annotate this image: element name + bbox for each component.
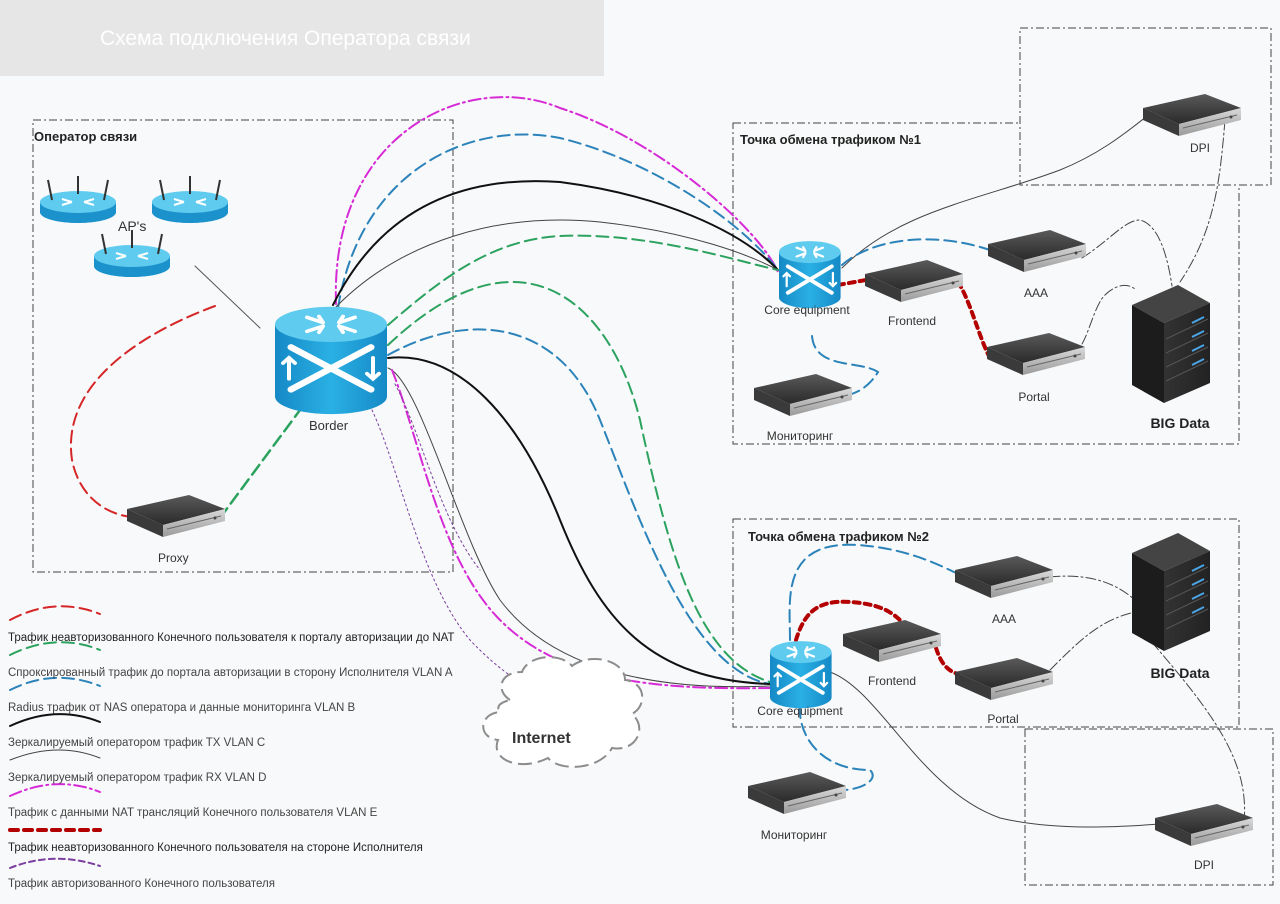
link-core2-frontend2 (794, 599, 904, 642)
proxy-label: Proxy (158, 551, 189, 565)
legend-label: Трафик неавторизованного Конечного польз… (8, 842, 423, 854)
link-core2-monitoring2 (798, 705, 874, 791)
exchange2-zone (732, 518, 1240, 728)
link-vlanc-1 (332, 180, 779, 306)
frontend1-server (864, 259, 964, 303)
legend-label: Зеркалируемый оператором трафик RX VLAN … (8, 772, 267, 784)
link-aps-border (194, 265, 261, 329)
zone-label-operator: Оператор связи (34, 129, 138, 144)
legend-item: Трафик авторизованного Конечного пользов… (4, 862, 474, 896)
dpi2-label: DPI (1193, 858, 1214, 872)
link-unauth-red (69, 305, 216, 518)
monitoring2-server (747, 771, 847, 815)
link-dpi2-bigdata2 (1149, 639, 1246, 823)
link-vlanb-2 (387, 328, 771, 685)
link-auth-purple-2 (394, 383, 481, 571)
link-portal2-bigdata2 (1049, 611, 1136, 671)
bigdata1-label: BIG Data (1150, 415, 1210, 431)
link-vlanc-2 (387, 356, 771, 685)
link-vlanb-1 (337, 133, 779, 309)
monitoring2-label: Мониторинг (760, 828, 828, 842)
link-core2-aaa2 (788, 543, 959, 641)
legend-label: Radius трафик от NAS оператора и данные … (8, 702, 356, 714)
core2-router (768, 639, 834, 711)
link-frontend1-portal1 (956, 280, 992, 360)
portal1-server (986, 332, 1086, 376)
link-vland-1 (332, 219, 779, 311)
legend-item: Трафик неавторизованного Конечного польз… (4, 616, 474, 650)
internet-cloud (482, 656, 644, 768)
link-core1-frontend1 (836, 278, 868, 287)
legend-label: Спроксированный трафик до портала автори… (8, 667, 453, 679)
link-aaa2-bigdata2 (1049, 575, 1136, 601)
legend-label: Трафик неавторизованного Конечного польз… (8, 632, 455, 644)
frontend2-label: Frontend (867, 674, 917, 688)
operator-zone (32, 119, 454, 573)
link-proxy-green (218, 408, 302, 520)
core1-label: Core equipment (764, 303, 850, 317)
link-vlane-2 (391, 369, 771, 690)
legend-item: Radius трафик от NAS оператора и данные … (4, 686, 474, 720)
link-frontend2-portal2 (934, 646, 960, 676)
aaa2-server (954, 555, 1054, 599)
core1-router (777, 239, 843, 311)
portal2-label: Portal (987, 712, 1019, 726)
border-router (275, 307, 387, 414)
legend-label: Трафик авторизованного Конечного пользов… (8, 878, 275, 890)
legend-item: Зеркалируемый оператором трафик RX VLAN … (4, 756, 474, 790)
monitoring1-server (753, 373, 853, 417)
legend-item: Трафик неавторизованного Конечного польз… (4, 826, 474, 860)
link-vlana-1 (387, 234, 779, 326)
ap-1 (39, 175, 117, 224)
aps-label: AP's (118, 218, 147, 234)
portal1-label: Portal (1018, 390, 1050, 404)
exchange1-zone (732, 122, 1240, 445)
aaa1-server (987, 229, 1087, 273)
zone-label-exchange2: Точка обмена трафиком №2 (748, 529, 929, 544)
monitoring1-label: Мониторинг (766, 429, 834, 443)
legend-item: Зеркалируемый оператором трафик TX VLAN … (4, 721, 474, 755)
core2-label: Core equipment (757, 704, 843, 718)
zone-label-exchange1: Точка обмена трафиком №1 (740, 132, 921, 147)
link-vland-2 (387, 367, 771, 688)
link-dpi1-bigdata1 (1179, 119, 1226, 283)
link-vlane-1 (334, 96, 779, 305)
ap-2 (151, 175, 229, 224)
page-title: Схема подключения Оператора связи (100, 27, 471, 50)
title-bar: Схема подключения Оператора связи (0, 0, 604, 76)
border-label: Border (309, 418, 349, 433)
link-core1-aaa1 (841, 238, 991, 266)
internet-label: Internet (512, 730, 571, 747)
link-core2-dpi2 (829, 671, 1161, 828)
bigdata2-rack (1131, 532, 1211, 652)
legend-label: Трафик с данными NAT трансляций Конечног… (8, 807, 378, 819)
dpi2-zone (1024, 728, 1274, 886)
legend-label: Зеркалируемый оператором трафик TX VLAN … (8, 737, 266, 749)
bigdata2-label: BIG Data (1150, 665, 1210, 681)
bigdata1-rack (1131, 284, 1211, 404)
link-core1-dpi1 (841, 107, 1159, 269)
portal2-server (954, 657, 1054, 701)
link-vlana-2 (387, 281, 771, 683)
link-aaa1-bigdata1 (1081, 219, 1173, 287)
frontend2-server (842, 619, 942, 663)
dpi1-label: DPI (1189, 141, 1210, 155)
link-core1-monitoring1 (811, 335, 880, 396)
aaa2-label: AAA (991, 612, 1016, 626)
aaa1-label: AAA (1023, 286, 1048, 300)
frontend1-label: Frontend (887, 314, 937, 328)
legend-item: Трафик с данными NAT трансляций Конечног… (4, 791, 474, 825)
proxy-server (126, 494, 226, 538)
ap-3 (93, 229, 171, 278)
legend-item: Спроксированный трафик до портала автори… (4, 651, 474, 685)
link-portal1-bigdata1 (1081, 284, 1137, 345)
legend-lines (8, 605, 102, 869)
